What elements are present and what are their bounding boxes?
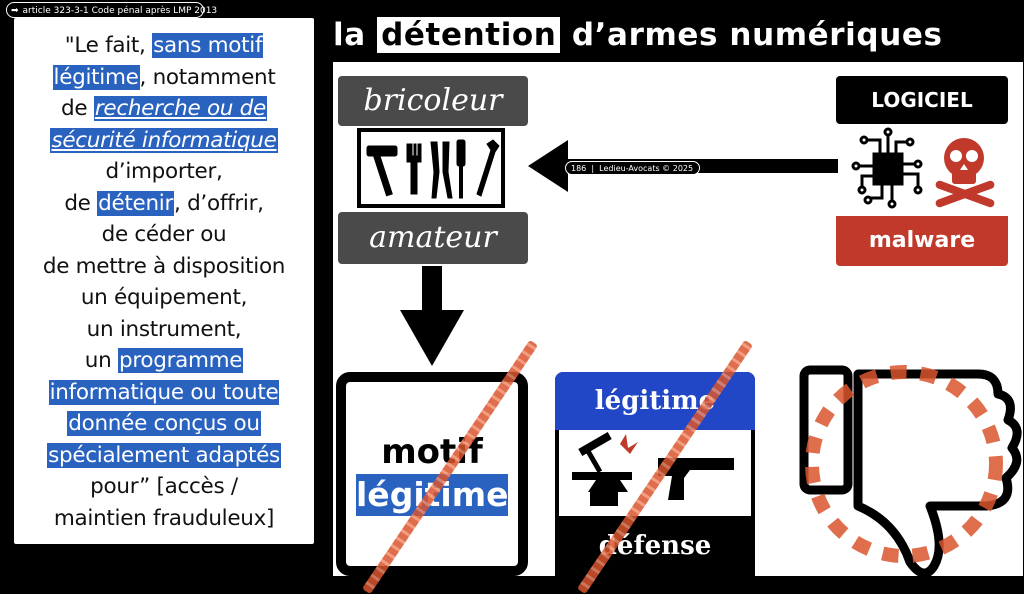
tools-icon-frame [357,128,505,208]
highlight-recherche: recherche ou de [93,96,267,121]
anvil-pistol-icon [572,432,734,506]
arrow-down-icon [400,266,464,366]
quote-line: d’importer, [105,159,223,184]
slide-number: 186 [571,164,587,173]
quote-line: maintien frauduleux] [53,505,275,531]
quote-line: de mettre à disposition [42,253,286,279]
malware-icons [846,124,1002,216]
credit-text: Ledieu-Avocats © 2025 [599,164,694,173]
slide-title-bar: la détention d’armes numériques [333,10,1023,60]
quote-line: pour” [accès / [90,474,238,499]
highlight-detenir: détenir [97,190,175,216]
highlight-specialement: spécialement adaptés [47,442,281,468]
quote-text: , d’offrir, [174,190,264,216]
highlight-sans-motif: sans motif [152,33,264,58]
article-reference-tag: ➡article 323-3-1 Code pénal après LMP 20… [6,2,217,18]
malware-label: malware [836,216,1008,266]
highlight-programme: programme [117,348,244,373]
circuit-chip-icon [851,127,995,209]
tools-icon [366,139,500,199]
amateur-label: amateur [338,212,528,264]
legitime-highlight-text: légitime [356,474,508,516]
title-boxed-word: détention [377,17,561,53]
highlight-securite: sécurité informatique [50,127,278,153]
article-reference-text: article 323-3-1 Code pénal après LMP 201… [22,6,218,16]
motif-text: motif [381,432,483,472]
highlight-donnee: donnée conçus ou [67,411,261,436]
slide-title: la détention d’armes numériques [333,10,1023,60]
bricoleur-label: bricoleur [338,76,528,126]
logiciel-label: LOGICIEL [836,76,1008,124]
defense-label: défense [555,516,755,576]
quote-line: un équipement, [80,285,248,310]
credit-badge: 186 | Ledieu-Avocats © 2025 [565,161,700,175]
title-part: la [333,17,378,53]
quote-line: un instrument, [86,316,242,342]
quote-text: un [84,348,118,373]
arrow-right-icon: ➡ [11,6,19,16]
quote-text: de [61,96,94,121]
highlight-legitime: légitime [52,64,140,90]
quote-line: de céder ou [101,222,227,247]
title-part: d’armes numériques [560,17,943,53]
law-quote: "Le fait, sans motif légitime, notamment… [18,30,310,534]
thumbs-down-icon [799,365,1022,578]
highlight-informatique: informatique ou toute [48,379,280,405]
quote-text: de [64,190,98,216]
quote-text: "Le fait, [64,33,153,58]
quote-text: , notamment [139,64,276,90]
